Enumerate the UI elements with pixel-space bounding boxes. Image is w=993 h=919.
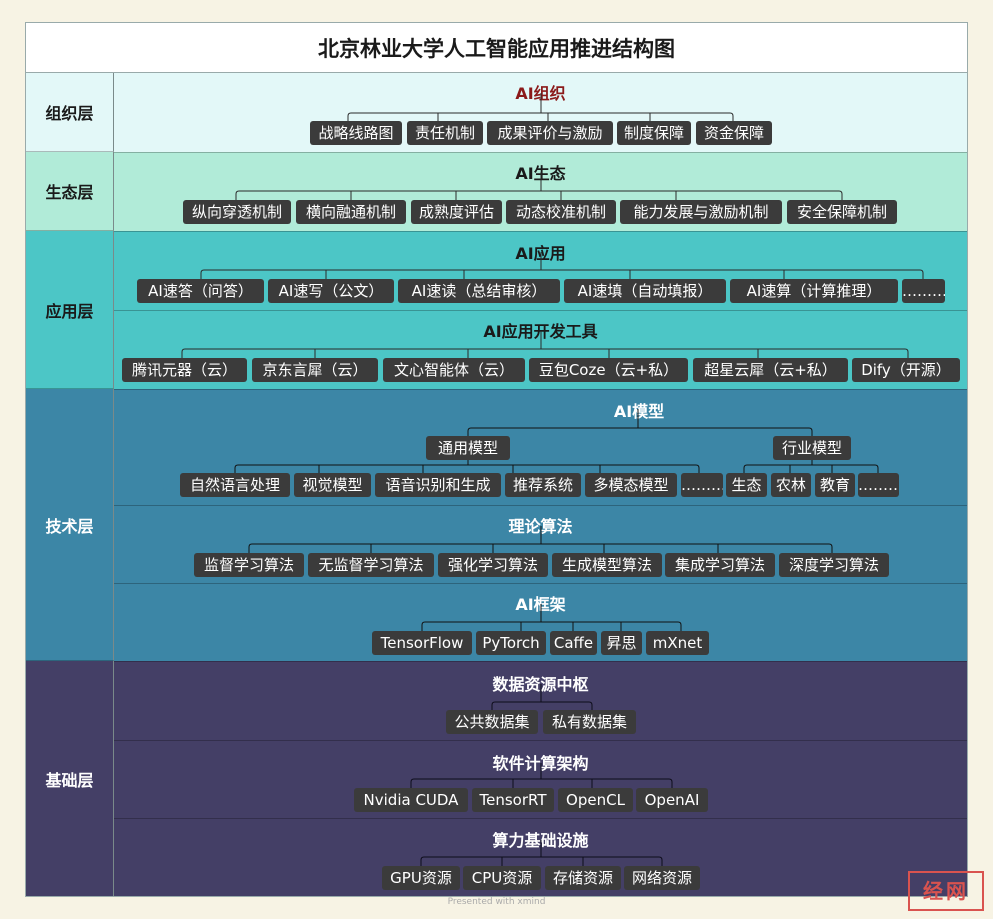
section-datahub: 数据资源中枢 [114, 661, 967, 740]
layer-label-org: 组织层 [26, 73, 114, 152]
framework-item: PyTorch [476, 631, 546, 655]
industry-model-item-more: ………… [858, 473, 899, 497]
theory-item: 强化学习算法 [438, 553, 548, 577]
devtool-item: 腾讯元器（云） [122, 358, 247, 382]
footer-credit: Presented with xmind [447, 897, 546, 907]
section-title-compute: 算力基础设施 [492, 831, 589, 850]
org-item: 制度保障 [617, 121, 691, 145]
software-item: Nvidia CUDA [354, 788, 468, 812]
diagram-frame: 北京林业大学人工智能应用推进结构图 组织层 生态层 应用层 技术层 基础层 AI… [25, 22, 968, 897]
layer-label-app: 应用层 [26, 231, 114, 389]
datahub-item: 私有数据集 [543, 710, 636, 734]
section-title-model: AI模型 [613, 402, 665, 421]
framework-item: TensorFlow [372, 631, 472, 655]
eco-item: 能力发展与激励机制 [620, 200, 782, 224]
devtool-item: 文心智能体（云） [383, 358, 525, 382]
theory-item: 监督学习算法 [194, 553, 304, 577]
devtool-item: 豆包Coze（云+私） [529, 358, 688, 382]
compute-item: 网络资源 [624, 866, 700, 890]
eco-item: 纵向穿透机制 [183, 200, 291, 224]
section-title-eco: AI生态 [515, 164, 566, 183]
layer-label-tech: 技术层 [26, 389, 114, 661]
datahub-item: 公共数据集 [446, 710, 538, 734]
app-item: AI速填（自动填报） [564, 279, 726, 303]
app-item: AI速答（问答） [137, 279, 264, 303]
compute-item: GPU资源 [382, 866, 460, 890]
framework-item: 昇思 [601, 631, 642, 655]
app-item-more: ………… [902, 279, 945, 303]
general-model-item: 语音识别和生成 [375, 473, 501, 497]
page-title: 北京林业大学人工智能应用推进结构图 [26, 23, 967, 73]
section-title-org: AI组织 [515, 84, 566, 103]
model-industry-node: 行业模型 [773, 436, 851, 460]
theory-item: 深度学习算法 [779, 553, 889, 577]
section-title-devtools: AI应用开发工具 [483, 322, 598, 341]
layer-label-eco: 生态层 [26, 152, 114, 231]
section-title-datahub: 数据资源中枢 [492, 675, 589, 694]
general-model-item: 视觉模型 [294, 473, 371, 497]
section-title-software: 软件计算架构 [492, 754, 589, 773]
compute-item: CPU资源 [463, 866, 541, 890]
devtool-item: 超星云犀（云+私） [693, 358, 848, 382]
theory-item: 集成学习算法 [665, 553, 775, 577]
software-item: OpenCL [558, 788, 633, 812]
industry-model-item: 农林 [771, 473, 811, 497]
app-item: AI速算（计算推理） [730, 279, 898, 303]
theory-item: 生成模型算法 [552, 553, 662, 577]
eco-item: 成熟度评估 [411, 200, 502, 224]
compute-item: 存储资源 [545, 866, 621, 890]
industry-model-item: 生态 [726, 473, 767, 497]
eco-item: 安全保障机制 [787, 200, 897, 224]
general-model-item: 多模态模型 [585, 473, 677, 497]
software-item: OpenAI [636, 788, 708, 812]
section-title-app: AI应用 [515, 244, 566, 263]
layer-label-base: 基础层 [26, 661, 114, 896]
org-item: 成果评价与激励 [487, 121, 613, 145]
app-item: AI速读（总结审核） [398, 279, 560, 303]
framework-item: mXnet [646, 631, 709, 655]
devtool-item: Dify（开源） [852, 358, 960, 382]
org-item: 资金保障 [696, 121, 772, 145]
eco-item: 横向融通机制 [296, 200, 406, 224]
model-general-node: 通用模型 [426, 436, 510, 460]
watermark-stamp: 经网 [908, 871, 984, 911]
general-model-item: 推荐系统 [505, 473, 581, 497]
industry-model-item: 教育 [815, 473, 855, 497]
section-title-theory: 理论算法 [508, 517, 573, 536]
devtool-item: 京东言犀（云） [252, 358, 378, 382]
general-model-item-more: ………… [681, 473, 723, 497]
org-item: 战略线路图 [310, 121, 402, 145]
org-item: 责任机制 [407, 121, 483, 145]
theory-item: 无监督学习算法 [308, 553, 434, 577]
section-title-framework: AI框架 [515, 595, 566, 614]
eco-item: 动态校准机制 [506, 200, 616, 224]
general-model-item: 自然语言处理 [180, 473, 290, 497]
framework-item: Caffe [550, 631, 597, 655]
app-item: AI速写（公文） [268, 279, 394, 303]
software-item: TensorRT [472, 788, 554, 812]
